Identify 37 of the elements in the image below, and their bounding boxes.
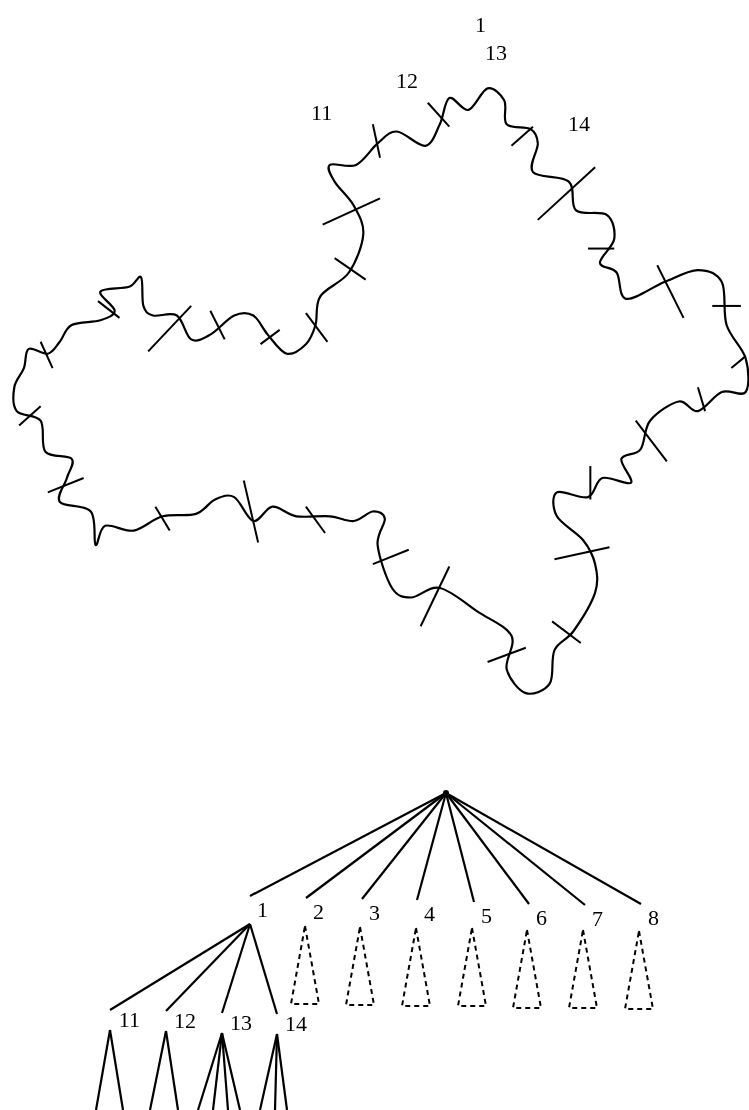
root-point bbox=[443, 790, 449, 796]
dashed-subtree-triangle bbox=[624, 930, 654, 1010]
dashed-subtree-triangle bbox=[512, 929, 542, 1009]
tree-branch-line bbox=[109, 923, 251, 1011]
dashed-subtree-triangle bbox=[457, 927, 487, 1007]
tree-branch-line bbox=[196, 1032, 224, 1110]
node-number: 7 bbox=[585, 905, 603, 933]
region-label: 1 bbox=[475, 14, 486, 36]
tree-branch-line bbox=[220, 923, 252, 1014]
node-number: 6 bbox=[529, 904, 547, 932]
tree-branch-line bbox=[220, 1032, 242, 1110]
node-number: 12 bbox=[166, 1011, 196, 1031]
region-label: 13 bbox=[485, 42, 507, 64]
node-number: 3 bbox=[362, 899, 380, 927]
tree-branch-line bbox=[165, 923, 251, 1012]
region-label: 11 bbox=[311, 102, 333, 124]
node-number: 1 bbox=[250, 896, 268, 924]
node-number: 8 bbox=[641, 904, 659, 932]
tree-branch-line bbox=[164, 1030, 180, 1110]
node-number: 5 bbox=[474, 902, 492, 930]
dashed-subtree-triangle bbox=[568, 929, 598, 1009]
tree-branch-line bbox=[258, 1033, 279, 1110]
node-number: 11 bbox=[110, 1010, 140, 1030]
region-label: 12 bbox=[396, 70, 418, 92]
dashed-subtree-triangle bbox=[290, 925, 320, 1005]
dashed-subtree-triangle bbox=[345, 926, 375, 1006]
tree-branch-line bbox=[248, 923, 279, 1015]
node-number: 2 bbox=[306, 898, 324, 926]
tree-branch-line bbox=[108, 1029, 125, 1110]
node-number: 4 bbox=[417, 900, 435, 928]
tree-branch-line bbox=[94, 1029, 112, 1110]
region-label: 14 bbox=[568, 113, 590, 135]
tree-branch-line bbox=[148, 1030, 168, 1110]
node-number: 13 bbox=[222, 1013, 252, 1033]
tree-branch-line bbox=[275, 1033, 289, 1110]
node-number: 14 bbox=[277, 1014, 307, 1034]
dashed-subtree-triangle bbox=[401, 927, 431, 1007]
